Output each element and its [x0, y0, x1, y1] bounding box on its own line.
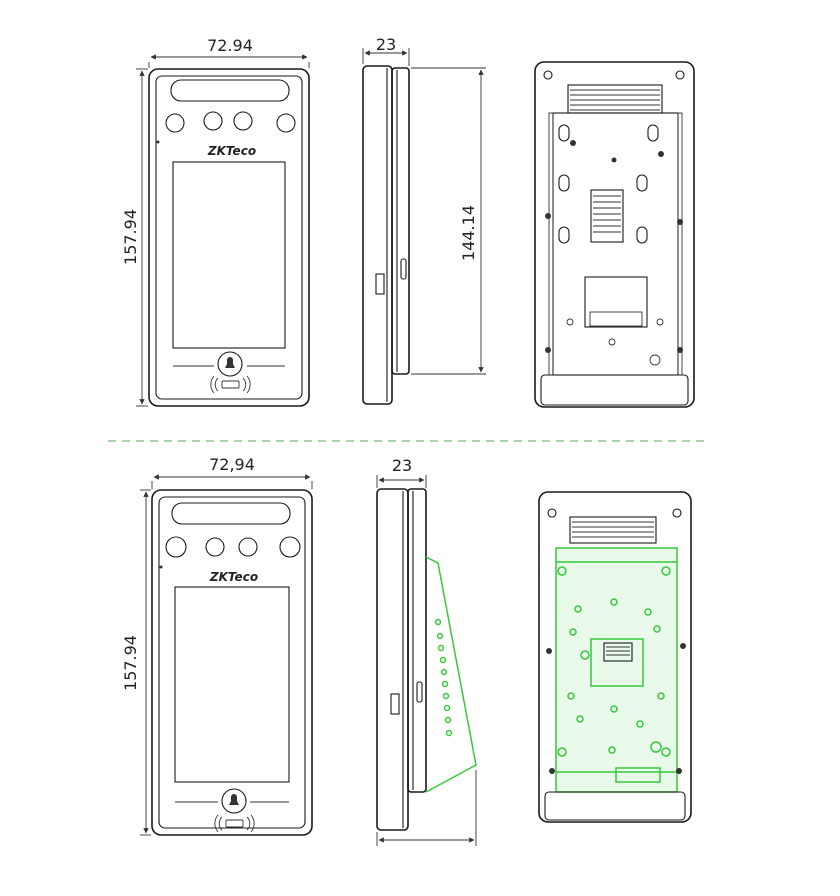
led-right [276, 113, 296, 133]
rear-vent [590, 189, 624, 243]
camera-lens-left [203, 111, 223, 131]
side-button [400, 258, 407, 280]
card-reader-icon [221, 380, 240, 389]
camera-lens-right [233, 111, 253, 131]
touch-screen [172, 161, 286, 349]
ir-light-bar [170, 79, 290, 102]
brand-logo: ZKTeco [207, 144, 256, 158]
bracket-height-dimension: 144.14 [459, 205, 478, 261]
wall-bracket-highlight [425, 556, 477, 793]
side-view-top: 23 144.14 [362, 35, 486, 405]
led-left [165, 113, 185, 133]
brand-logo-bottom: ZKTeco [209, 570, 258, 584]
front-view-bottom: ZKTeco 72,94 157.94 [121, 455, 313, 836]
depth-dimension-bottom: 23 [392, 456, 412, 475]
bell-icon-bottom [229, 794, 239, 805]
front-view-top: ZKTeco 72.94 157.94 [121, 36, 310, 407]
mounting-plate-highlight [555, 547, 678, 793]
width-dimension-bottom: 72,94 [209, 455, 255, 474]
depth-dimension: 23 [376, 35, 396, 54]
vent-grille [567, 84, 663, 114]
back-view-top [534, 61, 695, 408]
height-dimension: 157.94 [121, 209, 140, 265]
cable-cutout [584, 276, 648, 328]
back-view-bottom [538, 491, 692, 823]
side-port [375, 273, 385, 295]
width-dimension: 72.94 [207, 36, 253, 55]
doorbell-button [217, 351, 243, 377]
height-dimension-bottom: 157.94 [121, 635, 140, 691]
bell-icon [225, 357, 235, 368]
side-view-bottom: 23 [376, 456, 477, 846]
